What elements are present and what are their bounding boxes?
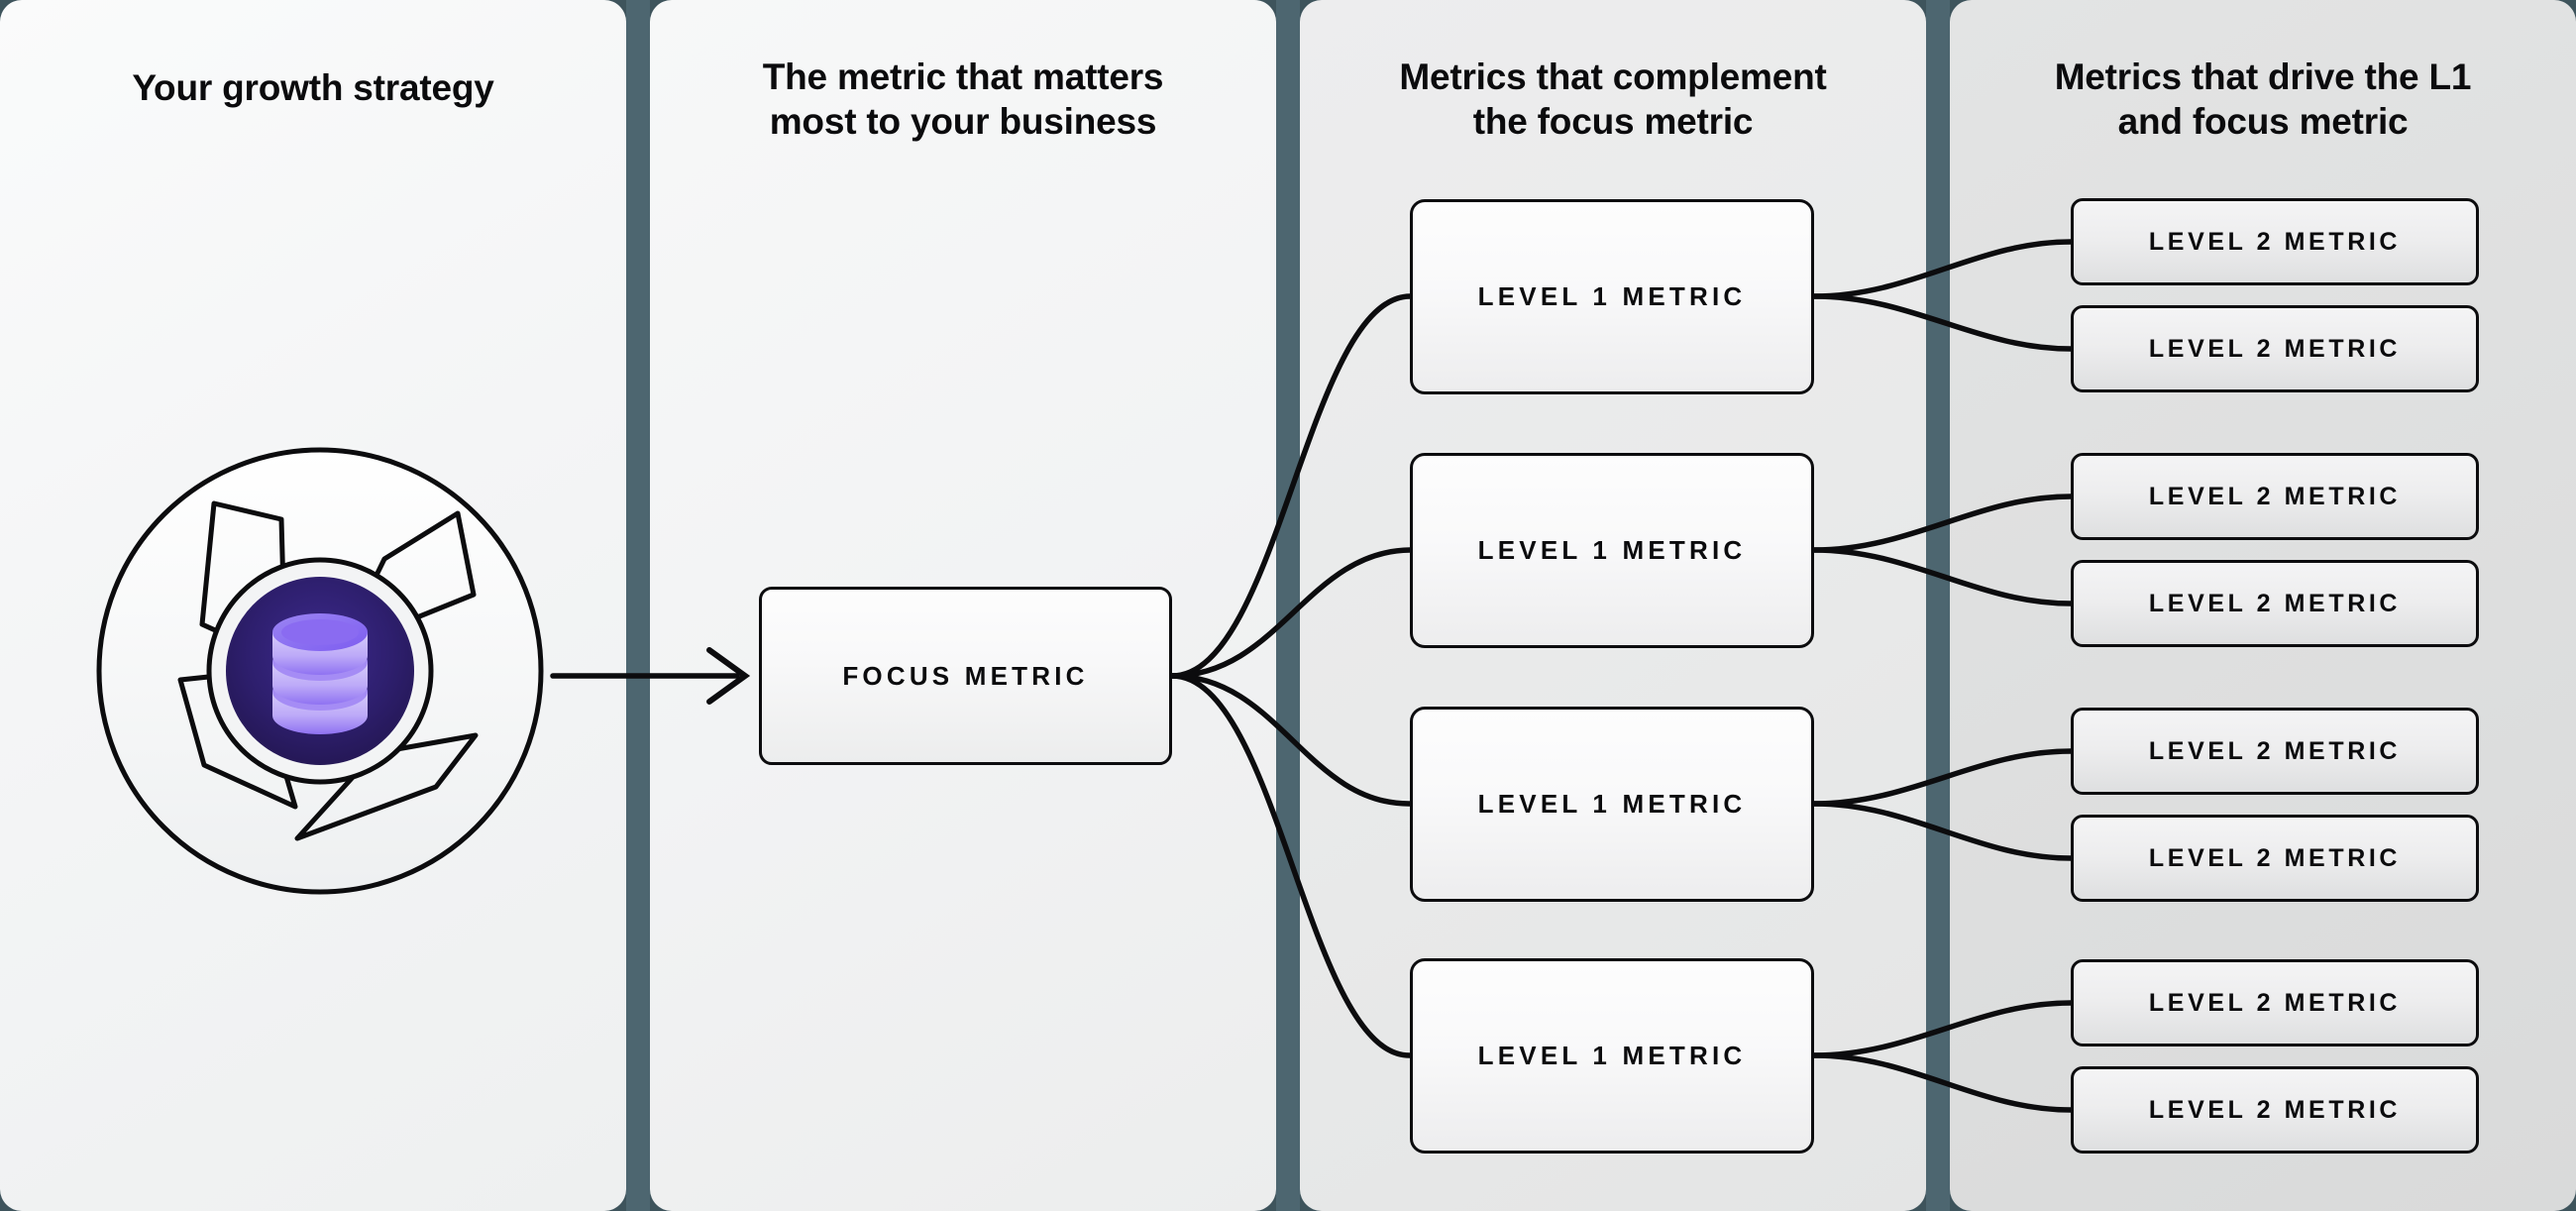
node-level-1-metric-4-label: LEVEL 1 METRIC <box>1477 1041 1747 1070</box>
node-level-1-metric-3[interactable]: LEVEL 1 METRIC <box>1410 707 1814 902</box>
column-1-header: Your growth strategy <box>0 65 626 110</box>
column-divider-1 <box>626 0 650 1211</box>
node-level-2-metric-5[interactable]: LEVEL 2 METRIC <box>2071 708 2479 795</box>
column-2-header: The metric that matters most to your bus… <box>650 55 1276 144</box>
node-focus-metric[interactable]: FOCUS METRIC <box>759 587 1172 765</box>
column-4-header-line-1: Metrics that drive the L1 <box>2054 56 2472 97</box>
node-level-1-metric-1[interactable]: LEVEL 1 METRIC <box>1410 199 1814 394</box>
node-level-2-metric-8-label: LEVEL 2 METRIC <box>2148 1095 2402 1124</box>
node-level-2-metric-6[interactable]: LEVEL 2 METRIC <box>2071 815 2479 902</box>
node-level-2-metric-1[interactable]: LEVEL 2 METRIC <box>2071 198 2479 285</box>
column-divider-3 <box>1926 0 1950 1211</box>
node-level-1-metric-1-label: LEVEL 1 METRIC <box>1477 281 1747 311</box>
column-4-header-line-2: and focus metric <box>2117 101 2409 143</box>
node-level-2-metric-3-label: LEVEL 2 METRIC <box>2148 482 2402 510</box>
node-level-2-metric-4-label: LEVEL 2 METRIC <box>2148 589 2402 617</box>
column-1-header-text: Your growth strategy <box>132 67 494 108</box>
node-level-1-metric-2-label: LEVEL 1 METRIC <box>1477 535 1747 565</box>
database-icon <box>272 613 368 734</box>
node-level-1-metric-3-label: LEVEL 1 METRIC <box>1477 789 1747 819</box>
node-level-2-metric-6-label: LEVEL 2 METRIC <box>2148 843 2402 872</box>
node-level-2-metric-5-label: LEVEL 2 METRIC <box>2148 736 2402 765</box>
node-level-2-metric-2[interactable]: LEVEL 2 METRIC <box>2071 305 2479 392</box>
node-level-1-metric-2[interactable]: LEVEL 1 METRIC <box>1410 453 1814 648</box>
column-3-header-line-2: the focus metric <box>1472 101 1754 143</box>
growth-strategy-logo <box>87 438 553 904</box>
node-level-2-metric-7-label: LEVEL 2 METRIC <box>2148 988 2402 1017</box>
node-level-1-metric-4[interactable]: LEVEL 1 METRIC <box>1410 958 1814 1154</box>
node-level-2-metric-1-label: LEVEL 2 METRIC <box>2148 227 2402 256</box>
node-level-2-metric-7[interactable]: LEVEL 2 METRIC <box>2071 959 2479 1046</box>
column-3-header: Metrics that complement the focus metric <box>1300 55 1926 144</box>
node-level-2-metric-4[interactable]: LEVEL 2 METRIC <box>2071 560 2479 647</box>
node-focus-metric-label: FOCUS METRIC <box>842 660 1089 691</box>
node-level-2-metric-8[interactable]: LEVEL 2 METRIC <box>2071 1066 2479 1154</box>
column-2-header-line-1: The metric that matters <box>762 56 1164 97</box>
column-divider-2 <box>1276 0 1300 1211</box>
node-level-2-metric-3[interactable]: LEVEL 2 METRIC <box>2071 453 2479 540</box>
column-4-header: Metrics that drive the L1 and focus metr… <box>1950 55 2576 144</box>
node-level-2-metric-2-label: LEVEL 2 METRIC <box>2148 334 2402 363</box>
column-3-header-line-1: Metrics that complement <box>1399 56 1827 97</box>
column-2-header-line-2: most to your business <box>769 101 1157 143</box>
